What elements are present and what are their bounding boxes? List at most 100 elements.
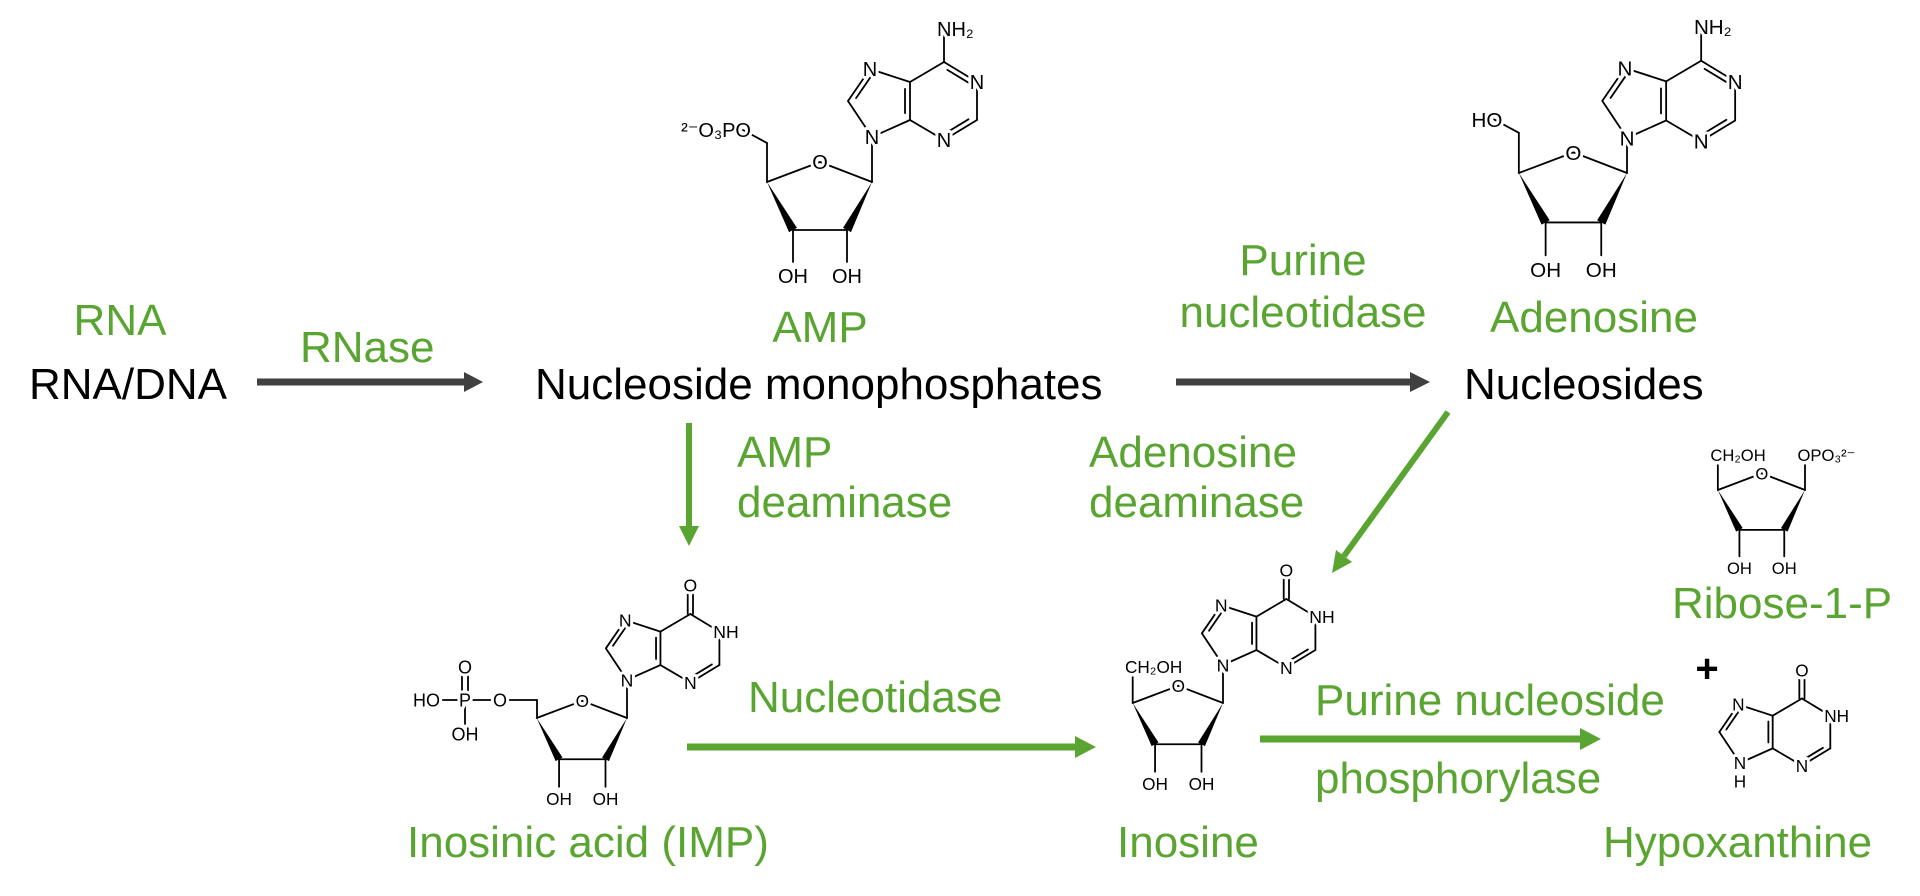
n9-label: N	[865, 127, 879, 149]
carbonyl-o-label: O	[1795, 660, 1808, 680]
carbonyl-o-label: O	[1280, 560, 1294, 580]
bond	[1208, 611, 1223, 632]
bond	[819, 161, 873, 183]
bond	[581, 699, 628, 719]
wedge-bond	[767, 182, 797, 233]
phosphate-label: OPO₃²⁻	[1798, 446, 1856, 465]
bond	[1626, 119, 1668, 139]
arrow-adenosine-deaminase	[1332, 410, 1451, 573]
wedge-bond	[1518, 173, 1550, 225]
adenosine-deaminase-label-line1: Adenosine	[1089, 428, 1297, 477]
bond	[766, 161, 821, 183]
amp-deaminase-label-line2: deaminase	[737, 478, 952, 527]
bond	[946, 68, 970, 84]
n7-label: N	[1732, 695, 1744, 715]
bond	[1288, 648, 1309, 662]
oh-label: OH	[1727, 559, 1752, 578]
nh2-label: NH₂	[1694, 16, 1732, 39]
bond	[689, 664, 721, 684]
wedge-bond	[1597, 173, 1627, 225]
bond	[1665, 119, 1703, 142]
c5-substituent-label: HO	[1471, 109, 1502, 132]
oh-label: OH	[778, 266, 808, 288]
bond	[1718, 731, 1741, 764]
n3-label: N	[1796, 756, 1808, 776]
bond	[855, 76, 872, 99]
n9-label: N	[1734, 753, 1746, 773]
n7-label: N	[1215, 595, 1228, 615]
bond	[1725, 711, 1740, 731]
n9h-label: H	[1734, 771, 1746, 791]
n1h-label: NH	[1824, 706, 1849, 726]
inosine-label: Inosine	[1117, 818, 1259, 867]
bond	[1737, 703, 1774, 717]
bond	[604, 619, 627, 650]
oh-label: OH	[1586, 259, 1617, 282]
adenosine-deaminase-label-line2: deaminase	[1089, 478, 1304, 527]
n9-label: N	[621, 670, 634, 690]
nh2-label: NH₂	[937, 19, 974, 41]
bond	[1572, 151, 1628, 174]
n9-label: N	[1620, 127, 1635, 150]
bond	[869, 68, 911, 83]
arrow-amp-deaminase	[679, 423, 699, 546]
ring-o-label: O	[1755, 464, 1768, 483]
bond	[742, 129, 768, 144]
bond	[1718, 703, 1740, 733]
bond	[1131, 684, 1180, 704]
bond	[1222, 649, 1258, 666]
n9-label: N	[1217, 655, 1230, 675]
bond	[847, 100, 873, 138]
bond	[1700, 59, 1737, 83]
bond	[1200, 604, 1223, 635]
oh-label: OH	[1189, 774, 1215, 794]
phosphorus-label: P	[459, 690, 471, 710]
bond	[909, 61, 945, 83]
bond	[1285, 649, 1317, 669]
bond	[1665, 59, 1703, 83]
rna-dna-label: RNA/DNA	[29, 360, 228, 409]
n3-label: N	[1280, 658, 1293, 678]
bond	[1703, 67, 1728, 83]
plus-sign: +	[1695, 647, 1718, 691]
pnp-label-line2: phosphorylase	[1315, 754, 1601, 803]
amp-label: AMP	[772, 303, 867, 352]
bond	[1601, 100, 1628, 139]
inosinic-acid-label: Inosinic acid (IMP)	[407, 818, 769, 867]
bond	[659, 664, 692, 684]
oh-label: OH	[1772, 559, 1797, 578]
bond	[624, 619, 662, 633]
n3-label: N	[684, 673, 697, 693]
arrow-rnase	[257, 372, 483, 392]
bond	[604, 647, 628, 681]
n7-label: N	[1618, 57, 1633, 80]
bond	[1177, 684, 1224, 704]
wedge-bond	[1717, 490, 1743, 532]
bond	[1739, 747, 1774, 764]
nucleosides-label: Nucleosides	[1464, 360, 1704, 409]
bond	[1760, 472, 1806, 491]
bond	[1803, 746, 1824, 760]
pnp-label-line1: Purine nucleoside	[1315, 676, 1665, 725]
arrow-purine-nucleotidase	[1176, 372, 1430, 392]
oh-label: OH	[593, 789, 619, 809]
oh-label: OH	[1530, 259, 1561, 282]
bond	[1771, 747, 1803, 767]
oh-label: OH	[1142, 774, 1168, 794]
purine-nucleotidase-label-line1: Purine	[1239, 236, 1366, 285]
arrow-purine-nucleoside-phosphorylase	[1260, 728, 1601, 750]
n3-label: N	[1694, 131, 1709, 154]
bond	[909, 119, 945, 141]
bond	[943, 119, 978, 141]
bond	[847, 68, 871, 102]
bond	[1285, 598, 1317, 618]
p-oh-label: OH	[452, 724, 479, 744]
bond	[1609, 75, 1627, 99]
purine-nucleotidase-label-line2: nucleotidase	[1179, 288, 1426, 337]
oh-label: OH	[832, 266, 862, 288]
